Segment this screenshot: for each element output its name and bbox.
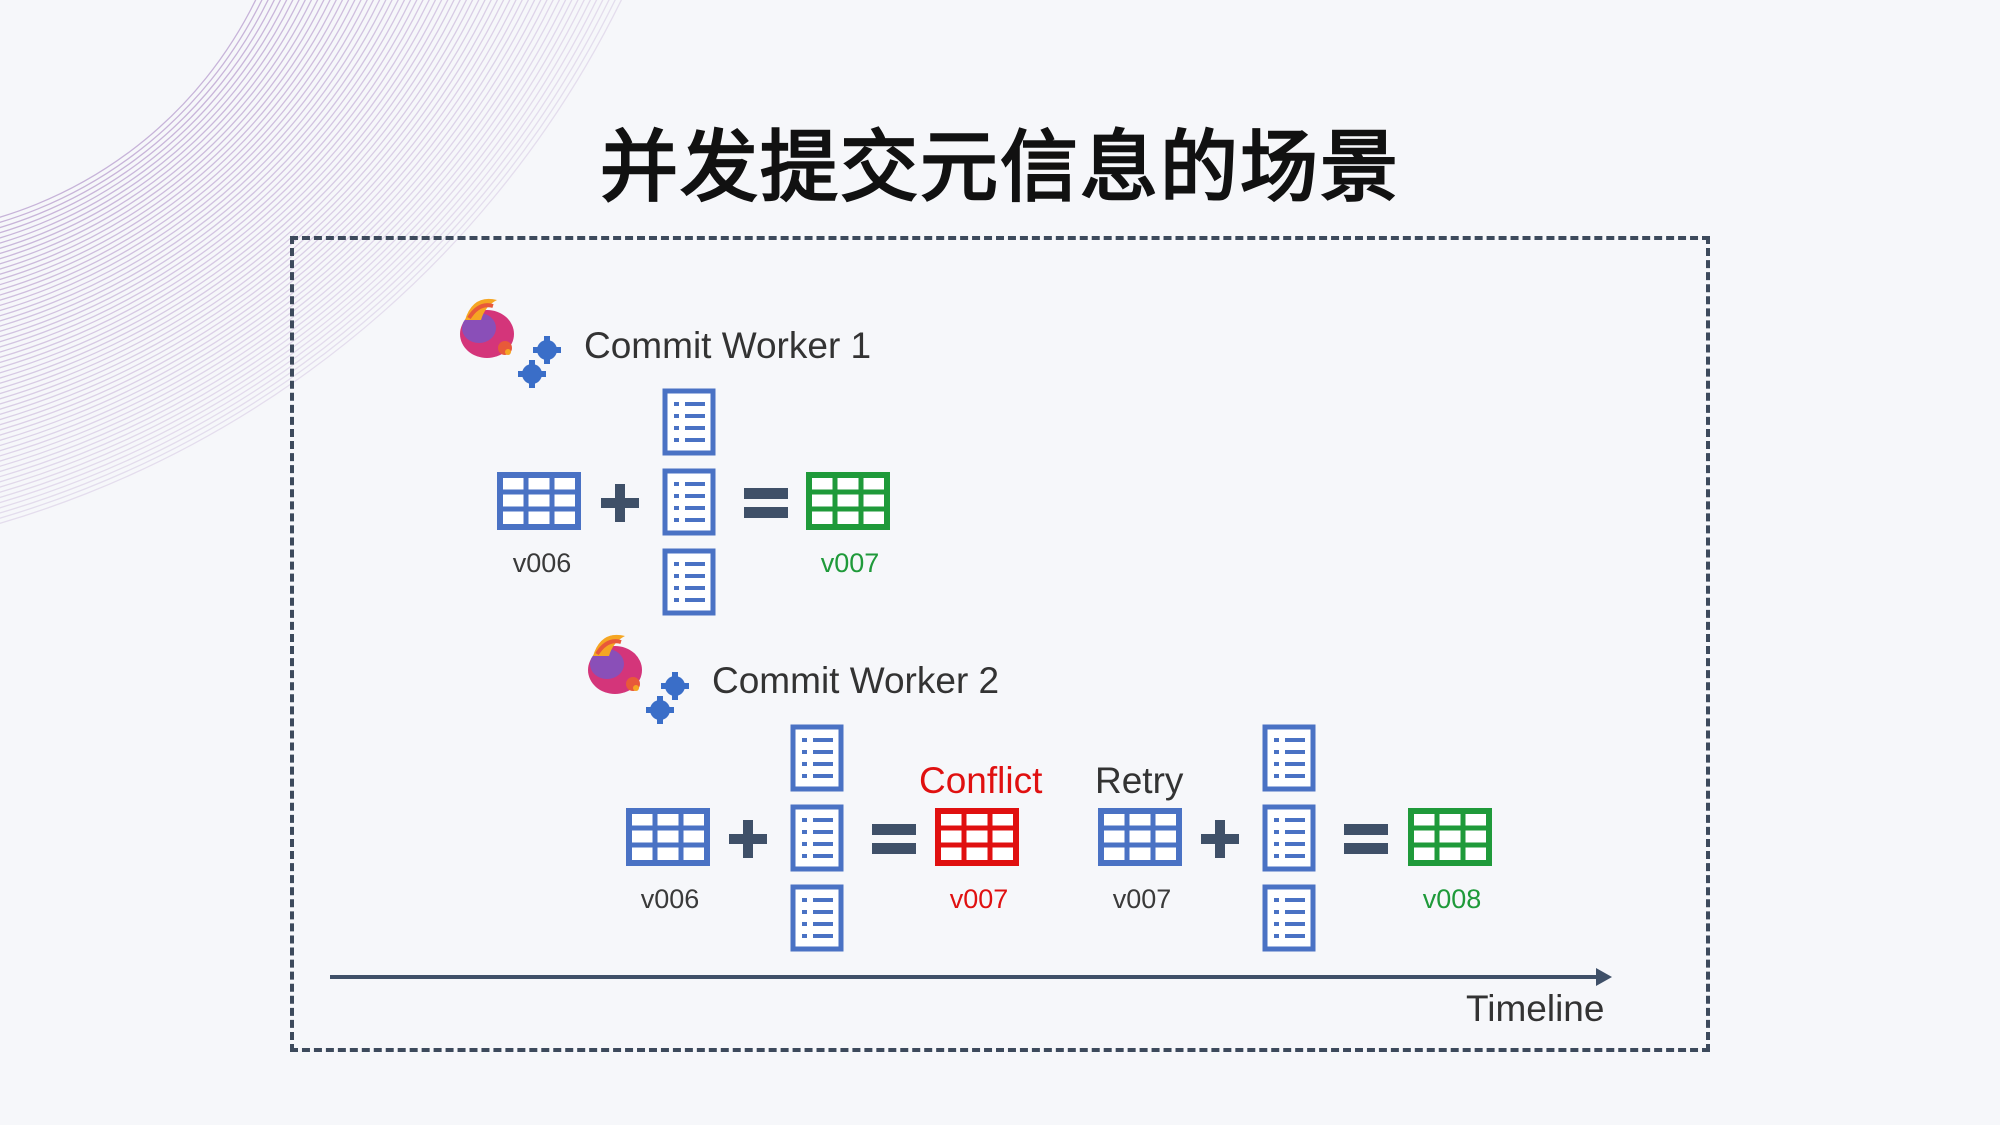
file-icon bbox=[790, 724, 844, 792]
plus-operator bbox=[599, 482, 641, 529]
file-icon bbox=[1262, 724, 1316, 792]
retry-label: Retry bbox=[1095, 760, 1184, 801]
file-icon bbox=[662, 388, 716, 456]
worker2-file-stack bbox=[790, 724, 846, 959]
gear-icon bbox=[646, 672, 689, 724]
timeline-label: Timeline bbox=[1466, 988, 1605, 1029]
worker1-base-table bbox=[497, 472, 581, 535]
timeline-arrowhead bbox=[1596, 968, 1612, 986]
file-icon bbox=[662, 548, 716, 616]
timeline-arrow bbox=[330, 975, 1600, 979]
worker2-base-version: v006 bbox=[640, 884, 700, 914]
file-icon bbox=[1262, 884, 1316, 952]
worker1-base-version: v006 bbox=[512, 548, 572, 578]
worker2-result-version: v008 bbox=[1422, 884, 1482, 914]
plus-operator bbox=[727, 818, 769, 865]
equals-operator bbox=[870, 818, 918, 865]
worker1-file-stack bbox=[662, 388, 718, 623]
diagram-frame bbox=[290, 236, 1710, 1052]
plus-operator bbox=[1199, 818, 1241, 865]
worker1-result-version: v007 bbox=[820, 548, 880, 578]
flink-squirrel-icon bbox=[460, 298, 514, 358]
worker1-label: Commit Worker 1 bbox=[584, 325, 872, 366]
conflict-label: Conflict bbox=[919, 760, 1043, 801]
file-icon bbox=[790, 804, 844, 872]
equals-operator bbox=[1342, 818, 1390, 865]
file-icon bbox=[790, 884, 844, 952]
worker2-conflict-version: v007 bbox=[949, 884, 1009, 914]
worker2-result-table bbox=[1408, 808, 1492, 871]
worker2-retry-base-version: v007 bbox=[1112, 884, 1172, 914]
worker2-retry-base-table bbox=[1098, 808, 1182, 871]
file-icon bbox=[662, 468, 716, 536]
worker2-label: Commit Worker 2 bbox=[712, 660, 1000, 701]
worker2-retry-file-stack bbox=[1262, 724, 1318, 959]
flink-squirrel-icon bbox=[588, 634, 642, 694]
gear-icon bbox=[518, 336, 561, 388]
worker2-base-table bbox=[626, 808, 710, 871]
worker2-conflict-table bbox=[935, 808, 1019, 871]
worker2-icon bbox=[583, 626, 693, 731]
file-icon bbox=[1262, 804, 1316, 872]
equals-operator bbox=[742, 482, 790, 529]
worker1-result-table bbox=[806, 472, 890, 535]
page-title: 并发提交元信息的场景 bbox=[599, 123, 1400, 213]
worker1-icon bbox=[455, 290, 565, 395]
